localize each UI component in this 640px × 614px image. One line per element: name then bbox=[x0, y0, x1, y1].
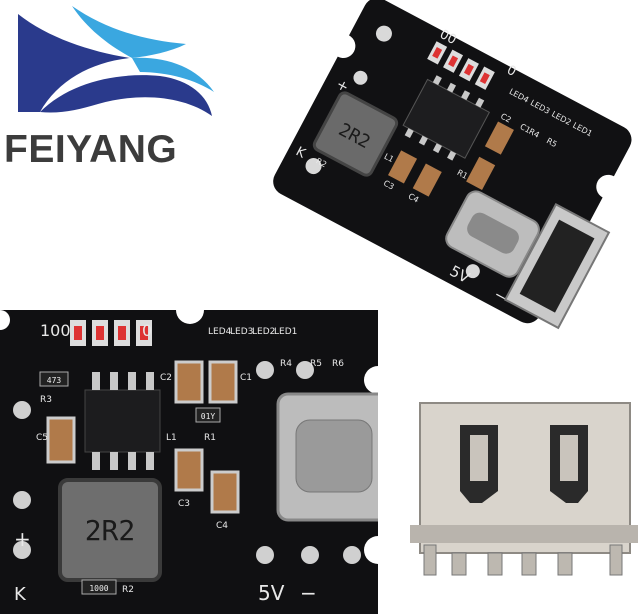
bottom-board-part-r6: R6 bbox=[332, 359, 344, 369]
bottom-board-photo: 473 01Y 2R2 1000 100 0 5V + − K LED4 LED… bbox=[0, 310, 378, 614]
top-board-part-r4: R4 bbox=[527, 127, 541, 140]
top-board-photo: 2R2 00 0 5V − + K LED4 LED3 LED2 LED1 R4… bbox=[273, 0, 632, 330]
brand-wave-icon bbox=[18, 6, 214, 116]
top-board-ic bbox=[402, 78, 491, 159]
bottom-board-part-r1: R1 bbox=[204, 433, 216, 443]
bottom-board-plus-label: + bbox=[14, 527, 31, 551]
bottom-board-part-r5: R5 bbox=[310, 359, 322, 369]
top-board-part-l1: L1 bbox=[383, 152, 396, 164]
bottom-board-led-label-4: LED4 bbox=[208, 327, 232, 337]
bottom-board-led-label-3: LED3 bbox=[230, 327, 253, 337]
brand-name: FEIYANG bbox=[4, 128, 178, 171]
top-board-part-c2: C2 bbox=[499, 112, 513, 125]
bottom-board-led-label-2: LED2 bbox=[252, 327, 275, 337]
bottom-board-part-r4: R4 bbox=[280, 359, 292, 369]
top-board-part-c4: C4 bbox=[407, 192, 421, 205]
bottom-board-part-c2: C2 bbox=[160, 373, 172, 383]
bottom-board-voltage-label: 5V bbox=[258, 581, 285, 605]
top-board-inductor bbox=[312, 91, 399, 177]
bottom-board-minus-label: − bbox=[300, 581, 317, 605]
bottom-board-ic bbox=[84, 389, 161, 453]
bottom-board-part-c3: C3 bbox=[178, 499, 190, 509]
top-board-part-r1: R1 bbox=[456, 168, 470, 181]
top-board-part-r2: R2 bbox=[314, 156, 328, 169]
bottom-board-part-l1: L1 bbox=[166, 433, 177, 443]
bottom-board-part-c4: C4 bbox=[216, 521, 228, 531]
bottom-board-led-label-1: LED1 bbox=[274, 327, 297, 337]
top-board-part-r5: R5 bbox=[545, 136, 559, 149]
bottom-board-part-r2: R2 bbox=[122, 585, 134, 595]
bottom-board-inductor-marking: 2R2 bbox=[85, 514, 136, 547]
bottom-board-led-row bbox=[70, 320, 152, 346]
bottom-board-r2-marking: 1000 bbox=[89, 584, 108, 593]
brand-logo: FEIYANG bbox=[0, 0, 230, 180]
bottom-board-top-label: 100 bbox=[40, 321, 71, 340]
top-board-part-c1: C1 bbox=[518, 122, 532, 135]
bottom-board-k-label: K bbox=[14, 584, 27, 605]
bottom-board-small-marking: 01Y bbox=[201, 412, 216, 421]
bottom-board-part-r3: R3 bbox=[40, 395, 52, 405]
bottom-board-part-c1: C1 bbox=[240, 373, 252, 383]
top-board-top-label: 00 bbox=[437, 27, 459, 48]
bottom-board-part-c5: C5 bbox=[36, 433, 48, 443]
bottom-board-resistor-marking: 473 bbox=[47, 376, 62, 385]
bottom-board-top-zero: 0 bbox=[142, 321, 152, 340]
top-board-led-row bbox=[427, 41, 495, 90]
usb-a-connector-photo bbox=[410, 402, 638, 576]
top-board-part-c3: C3 bbox=[382, 179, 396, 192]
